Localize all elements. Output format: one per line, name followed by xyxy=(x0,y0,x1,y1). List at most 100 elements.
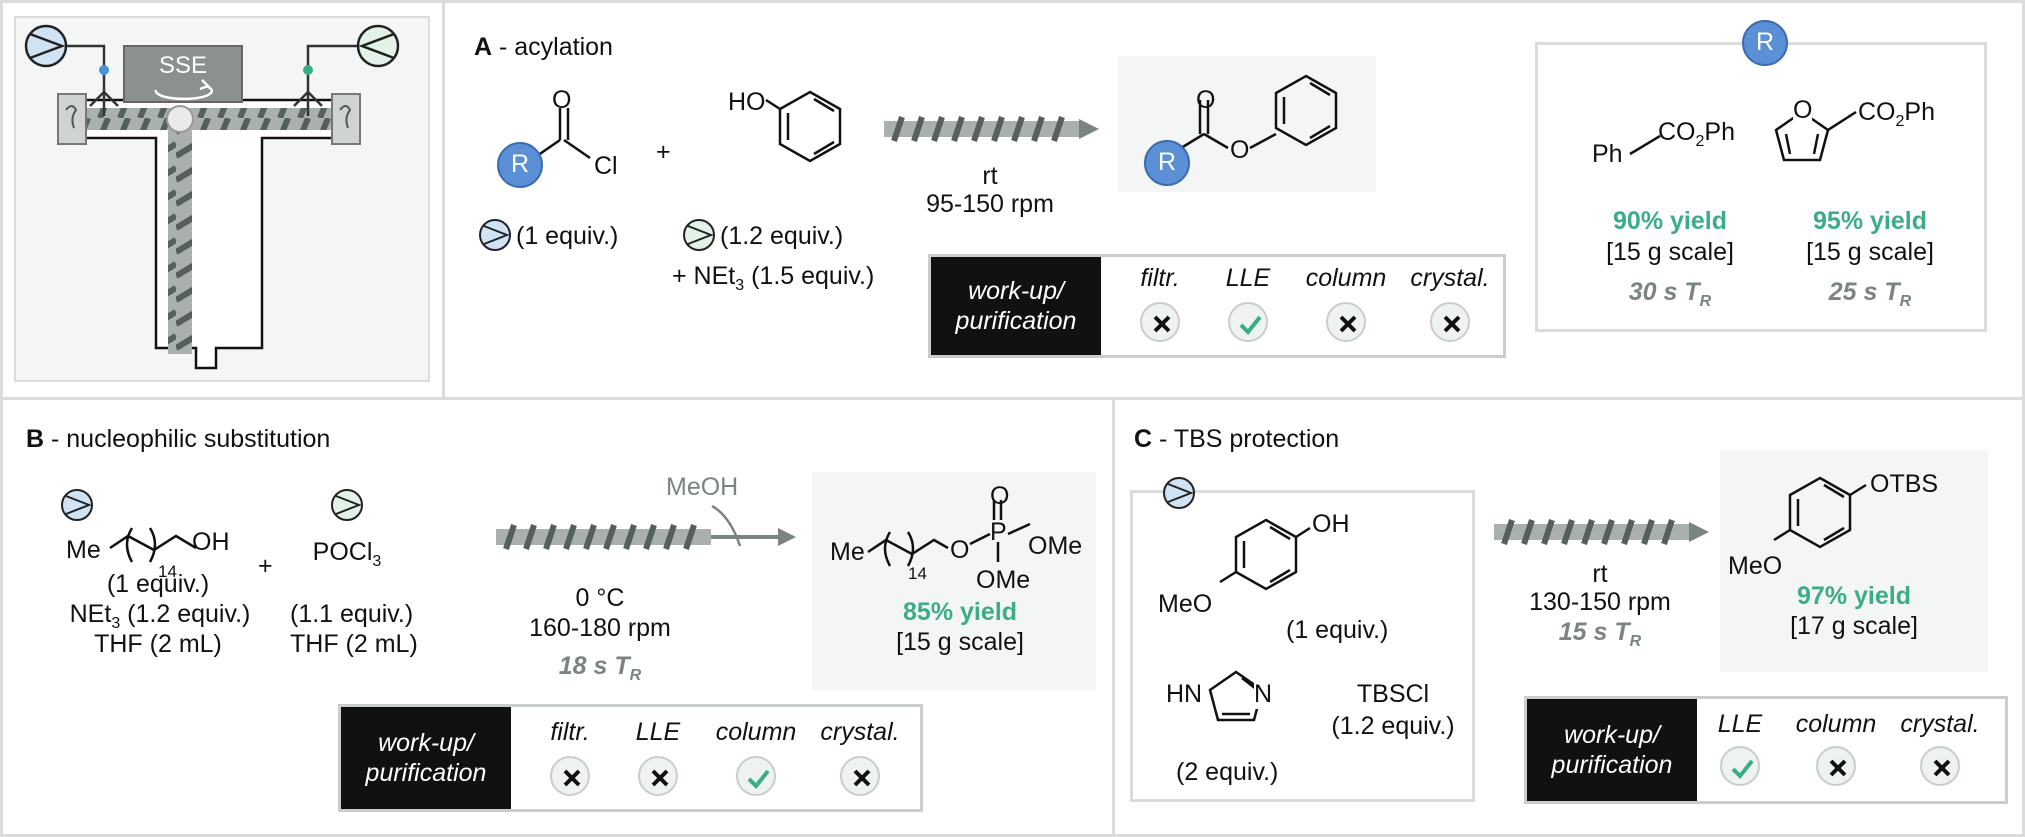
screw-arrow-b xyxy=(496,504,796,550)
c-r1-meo: MeO xyxy=(1158,590,1213,618)
feed-blue-icon xyxy=(61,489,93,521)
workup-b-col-column: column xyxy=(715,718,797,746)
scope-r-label: R xyxy=(1755,28,1775,56)
check-icon xyxy=(1228,302,1268,342)
panel-a-title: A - acylation xyxy=(474,33,613,61)
imid-hn: HN xyxy=(1166,680,1203,709)
feed-blue-icon xyxy=(479,219,511,251)
b-prod-o: O xyxy=(950,536,970,564)
workup-table-b: work-up/purification xyxy=(338,704,923,812)
imid-n: N xyxy=(1254,680,1273,709)
cond-c-1: rt xyxy=(1592,560,1608,588)
c-prod-otbs: OTBS xyxy=(1870,470,1939,498)
phosphate-structure xyxy=(867,500,1031,567)
workup-label-a: work-up/purification xyxy=(931,257,1101,355)
methoxyphenol-structure xyxy=(1219,518,1311,591)
c-r1-oh: OH xyxy=(1312,510,1350,538)
sse-label: SSE xyxy=(158,52,208,79)
workup-c-col-column: column xyxy=(1795,710,1877,738)
workup-a-col-column: column xyxy=(1305,264,1387,292)
cond-c-tr: 15 s TR xyxy=(1558,618,1642,650)
x-icon xyxy=(1816,746,1856,786)
plus-b: + xyxy=(258,552,273,580)
b-r1-solvent: THF (2 mL) xyxy=(94,630,222,658)
b-prod-n: 14 xyxy=(908,564,927,583)
scope1-formula: CO2Ph xyxy=(1658,118,1735,150)
tbscl-equiv: (1.2 equiv.) xyxy=(1331,712,1455,740)
scope1-yield: 90% yield xyxy=(1613,207,1727,235)
b-r2-equiv: (1.1 equiv.) xyxy=(290,600,414,628)
scope1-bond xyxy=(1629,134,1661,156)
x-icon xyxy=(1920,746,1960,786)
c-r1-equiv: (1 equiv.) xyxy=(1286,616,1389,644)
scope2-yield: 95% yield xyxy=(1813,207,1927,235)
hexadecanol-chain xyxy=(109,527,197,563)
workup-a-col-crystal: crystal. xyxy=(1410,264,1490,292)
scope1-ph: Ph xyxy=(1592,140,1623,168)
product-b-box xyxy=(812,472,1096,690)
b-r1-me: Me xyxy=(66,536,101,564)
imidazole-structure xyxy=(1208,670,1264,722)
cond-b-tr: 18 s TR xyxy=(558,652,642,684)
workup-label-c: work-up/purification xyxy=(1527,699,1697,801)
r-group-badge xyxy=(497,142,543,188)
b-prod-me: Me xyxy=(830,538,865,566)
workup-c-col-crystal: crystal. xyxy=(1900,710,1980,738)
tbscl-name: TBSCl xyxy=(1356,680,1430,708)
b-r1-equiv: (1 equiv.) xyxy=(106,570,210,598)
workup-label-b: work-up/purification xyxy=(341,707,511,809)
acyl-r-label: R xyxy=(510,150,530,178)
c-prod-yield: 97% yield xyxy=(1797,582,1911,610)
ester-product-structure xyxy=(1167,74,1338,158)
furan-structure xyxy=(1774,110,1857,162)
x-icon xyxy=(840,756,880,796)
cond-c-2: 130-150 rpm xyxy=(1529,588,1671,616)
b-r1-base: NEt3 (1.2 equiv.) xyxy=(69,600,251,632)
acyl-cl-label: Cl xyxy=(594,152,618,180)
panel-b-title: B - nucleophilic substitution xyxy=(26,425,331,453)
check-icon xyxy=(736,756,776,796)
b-prod-ome1: OMe xyxy=(1028,532,1083,560)
reactor-schematic: SSE xyxy=(14,16,430,382)
workup-b-col-lle: LLE xyxy=(635,718,681,746)
cond-a-2: 95-150 rpm xyxy=(926,190,1054,218)
feed-green-icon xyxy=(331,489,363,521)
b-r2-solvent: THF (2 mL) xyxy=(290,630,418,658)
feed-blue-icon xyxy=(1163,477,1195,509)
c-prod-meo: MeO xyxy=(1728,552,1783,580)
check-icon xyxy=(1720,746,1760,786)
panel-c-title: C - TBS protection xyxy=(1134,425,1340,453)
phenol-oh: HO xyxy=(728,88,766,116)
workup-a-col-filtr: filtr. xyxy=(1140,264,1180,292)
workup-c-col-lle: LLE xyxy=(1717,710,1763,738)
workup-a-col-lle: LLE xyxy=(1225,264,1271,292)
quench-meoh: MeOH xyxy=(666,473,739,501)
scope1-scale: [15 g scale] xyxy=(1606,238,1734,266)
product-c-box xyxy=(1720,450,1988,672)
scope2-tr: 25 s TR xyxy=(1828,278,1912,310)
workup-table-c: work-up/purification xyxy=(1524,696,2008,804)
scope1-tr: 30 s TR xyxy=(1628,278,1712,310)
feed-green-icon xyxy=(683,219,715,251)
b-prod-yield: 85% yield xyxy=(903,598,1017,626)
scope2-scale: [15 g scale] xyxy=(1806,238,1934,266)
workup-b-col-crystal: crystal. xyxy=(820,718,900,746)
reagents-c-box xyxy=(1130,490,1475,802)
imid-equiv: (2 equiv.) xyxy=(1176,758,1279,786)
cond-b-2: 160-180 rpm xyxy=(529,614,671,642)
x-icon xyxy=(550,756,590,796)
x-icon xyxy=(1326,302,1366,342)
acyl-o-label: O xyxy=(552,86,572,114)
b-r2-formula: POCl3 xyxy=(312,538,382,570)
b-prod-ome2: OMe xyxy=(976,566,1031,594)
b-r1-n: 14 xyxy=(158,562,177,581)
furan-o: O xyxy=(1793,96,1813,125)
workup-table-a: work-up/purification xyxy=(928,254,1506,358)
cond-a-1: rt xyxy=(982,162,998,190)
cond-b-1: 0 °C xyxy=(575,584,625,612)
b-r1-oh: OH xyxy=(192,528,230,556)
product-r-badge xyxy=(1144,140,1190,186)
screw-arrow-c xyxy=(1494,519,1709,545)
tbs-ether-structure xyxy=(1773,476,1867,549)
c-prod-scale: [17 g scale] xyxy=(1790,612,1918,640)
